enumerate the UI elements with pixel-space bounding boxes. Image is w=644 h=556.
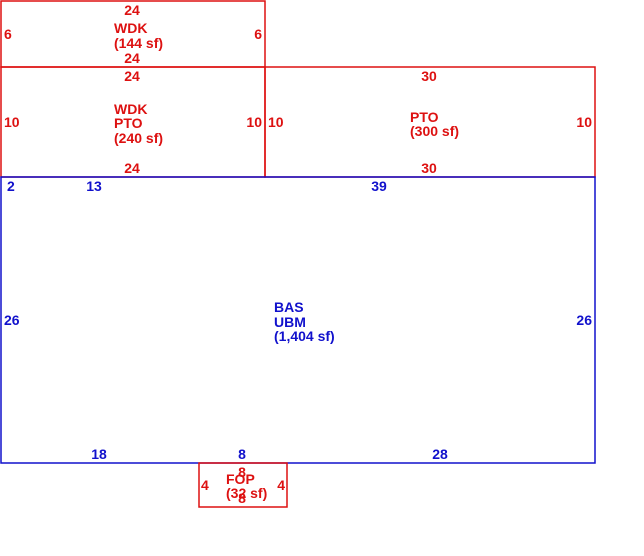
- wdk-pto-label-area: (240 sf): [114, 130, 163, 146]
- pto-dim-left: 10: [268, 114, 284, 130]
- bas-dim-bottom-segment-3: 28: [432, 446, 448, 462]
- wdk-pto-label-line-1: WDK: [114, 101, 147, 117]
- bas-label-line-2: UBM: [274, 314, 306, 330]
- bas-area-outline: [0, 176, 596, 464]
- bas-dim-right: 26: [576, 312, 592, 328]
- bas-area: 2 13 39 26 26 18 8 28 BAS UBM (1,404 sf): [0, 176, 596, 464]
- pto-dim-bottom: 30: [421, 160, 437, 176]
- wdk-pto-label-line-2: PTO: [114, 115, 143, 131]
- pto-dim-top: 30: [421, 68, 437, 84]
- wdk-label-area: (144 sf): [114, 35, 163, 51]
- bas-label-area: (1,404 sf): [274, 328, 335, 344]
- fop-area-outline: [198, 462, 288, 508]
- wdk-area: 24 24 6 6 WDK (144 sf): [0, 0, 266, 68]
- bas-dim-top-segment-1: 13: [86, 178, 102, 194]
- pto-label-name: PTO: [410, 109, 439, 125]
- wdk-dim-top: 24: [124, 2, 140, 18]
- bas-label-line-1: BAS: [274, 299, 304, 315]
- wdk-pto-area: 24 24 10 10 WDK PTO (240 sf): [0, 66, 266, 178]
- pto-area: 30 30 10 10 PTO (300 sf): [264, 66, 596, 178]
- wdk-pto-dim-top: 24: [124, 68, 140, 84]
- fop-dim-bottom: 8: [238, 490, 246, 506]
- wdk-dim-left: 6: [4, 26, 12, 42]
- fop-dim-left: 4: [201, 477, 209, 493]
- wdk-label-name: WDK: [114, 20, 147, 36]
- fop-label-area: (32 sf): [226, 485, 267, 501]
- wdk-dim-bottom: 24: [124, 50, 140, 66]
- pto-dim-right: 10: [576, 114, 592, 130]
- fop-dim-top: 8: [238, 464, 246, 480]
- fop-label-name: FOP: [226, 471, 255, 487]
- bas-dim-bottom-segment-1: 18: [91, 446, 107, 462]
- bas-dim-bottom-segment-2: 8: [238, 446, 246, 462]
- bas-dim-left: 26: [4, 312, 20, 328]
- fop-dim-right: 4: [277, 477, 285, 493]
- bas-dim-top-segment-2: 39: [371, 178, 387, 194]
- wdk-dim-right: 6: [254, 26, 262, 42]
- bas-dim-top-left: 2: [7, 178, 15, 194]
- wdk-pto-dim-bottom: 24: [124, 160, 140, 176]
- fop-area: 8 8 4 4 FOP (32 sf): [198, 462, 288, 508]
- wdk-pto-dim-left: 10: [4, 114, 20, 130]
- wdk-pto-dim-right: 10: [246, 114, 262, 130]
- pto-label-area: (300 sf): [410, 123, 459, 139]
